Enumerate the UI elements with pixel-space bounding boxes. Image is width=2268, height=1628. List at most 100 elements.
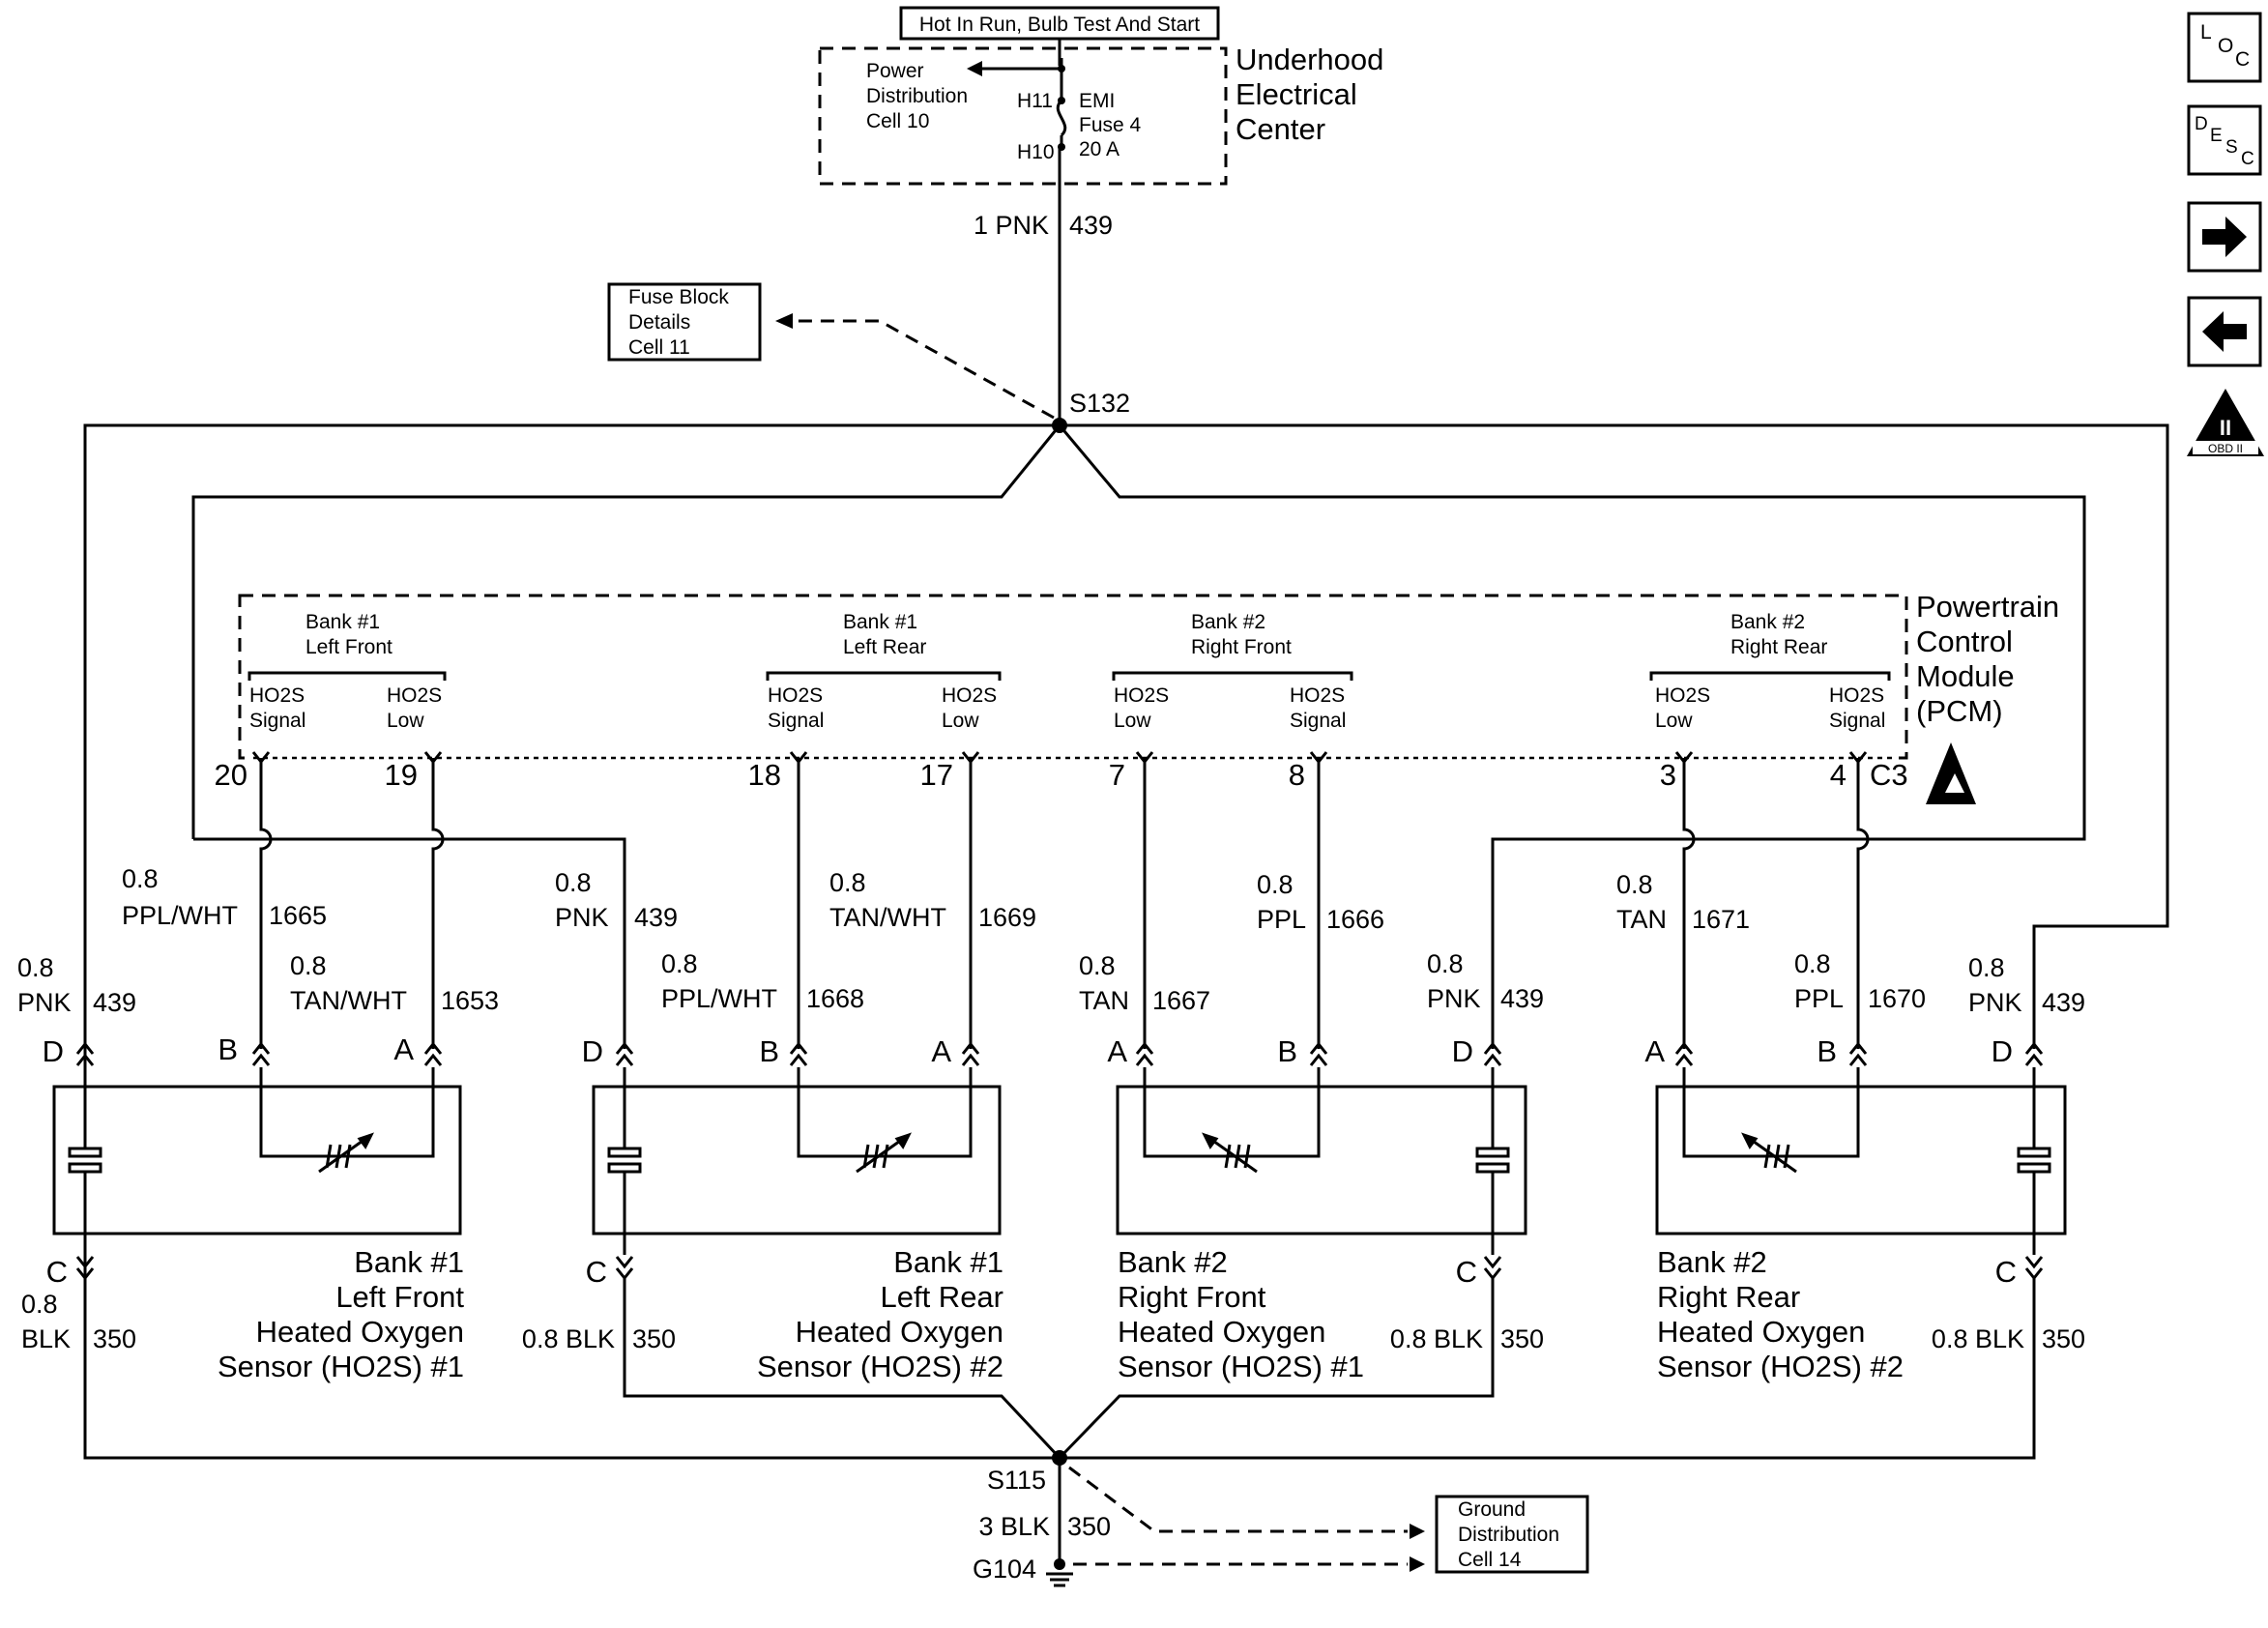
wire-1653-size: 0.8 [290, 951, 327, 980]
wire-1653-circuit: 1653 [441, 986, 499, 1015]
ground-ref-box [1435, 1495, 1589, 1574]
gnd-lf-circuit: 350 [93, 1324, 136, 1353]
fuse-line-1: EMI [1079, 90, 1115, 112]
gnd-lr-size: 0.8 BLK [522, 1324, 615, 1353]
pdc-line-2: Distribution [866, 85, 968, 107]
wire-1665-color: PPL/WHT [122, 901, 238, 930]
loc-c: C [2235, 48, 2250, 71]
pcm-pin-3: 3 [1660, 758, 1676, 792]
gnd-rr-size: 0.8 BLK [1932, 1324, 2024, 1353]
wire-1653-color: TAN/WHT [290, 986, 407, 1015]
loc-l: L [2200, 21, 2212, 44]
pcm-group-4-line-2: Right Rear [1730, 636, 1827, 658]
wire-1669-size: 0.8 [829, 868, 866, 897]
ground-ref-2: Distribution [1458, 1524, 1559, 1546]
wire-1665-circuit: 1665 [269, 901, 327, 930]
gnd-lr-circuit: 350 [632, 1324, 676, 1353]
ground-wire-lr [623, 1278, 1061, 1460]
lr-pin-b: B [759, 1034, 779, 1068]
rr-pin-b: B [1817, 1034, 1837, 1068]
rr-pin-a: A [1644, 1034, 1665, 1068]
outer-pnk-bus [83, 423, 2169, 1458]
wire-439-lf-size: 0.8 [17, 953, 54, 982]
variable-resistor-icon [1741, 1132, 1797, 1174]
pcm-pin-7: 7 [1109, 758, 1125, 792]
feed-wire-color: 1 PNK [974, 211, 1049, 240]
sensor-rr-name-1: Bank #2 [1657, 1245, 1767, 1279]
pcm-pin-8: 8 [1289, 758, 1305, 792]
g104-label: G104 [973, 1555, 1036, 1584]
wire-1668-circuit: 1668 [806, 984, 864, 1013]
gnd-rr-circuit: 350 [2042, 1324, 2085, 1353]
fuse-block-ref-3: Cell 11 [628, 336, 690, 359]
h11-label: H11 [1017, 90, 1053, 112]
underhood-electrical-center [818, 46, 1228, 186]
sensor-connector-chevrons [75, 1041, 2044, 1066]
heater-element-icon [68, 1147, 102, 1174]
loc-button[interactable]: L O C [2187, 12, 2262, 83]
pcm-pin-18: 18 [748, 758, 781, 792]
pcm-group-2-left-1: HO2S [768, 684, 823, 707]
fuse-block-ref-leader [791, 319, 1055, 420]
wire-1671-size: 0.8 [1616, 870, 1653, 899]
fuse-icon [1056, 99, 1067, 137]
wire-439-rr-color: PNK [1968, 988, 2022, 1017]
lr-pin-a: A [931, 1034, 951, 1068]
ground-wire-rr [1060, 1278, 2036, 1460]
pdc-line-3: Cell 10 [866, 110, 929, 132]
pcm-group-2-right-1: HO2S [942, 684, 997, 707]
loc-o: O [2218, 35, 2233, 57]
gnd-lf-size: 0.8 [21, 1290, 58, 1319]
desc-d: D [2195, 114, 2208, 134]
sensor-rf-name-4: Sensor (HO2S) #1 [1118, 1350, 1364, 1383]
wire-439-lr-size: 0.8 [555, 868, 592, 897]
ground-main-color: 3 BLK [978, 1512, 1050, 1541]
heater-element-icon [1475, 1147, 1510, 1174]
wire-1670-color: PPL [1794, 984, 1844, 1013]
pcm-title-1: Powertrain [1916, 590, 2059, 624]
desc-button[interactable]: D E S C [2187, 104, 2262, 176]
gnd-rf-circuit: 350 [1500, 1324, 1544, 1353]
wire-1667-color: TAN [1079, 986, 1129, 1015]
ground-ref-3: Cell 14 [1458, 1549, 1522, 1571]
obd-ii-button[interactable]: II OBD II [2187, 389, 2264, 456]
lf-pin-d: D [43, 1034, 64, 1068]
lf-pin-c: C [46, 1255, 68, 1289]
uec-title-3: Center [1236, 112, 1325, 146]
fuse-block-ref-1: Fuse Block [628, 286, 729, 308]
wire-1666-size: 0.8 [1257, 870, 1294, 899]
pcm-title-4: (PCM) [1916, 694, 2003, 728]
wire-439-rf-circuit: 439 [1500, 984, 1544, 1013]
s132-label: S132 [1069, 389, 1130, 418]
pcm-group-4-left-1: HO2S [1655, 684, 1710, 707]
wire-439-lf-color: PNK [17, 988, 72, 1017]
lf-pin-b: B [218, 1032, 238, 1066]
wire-1665-size: 0.8 [122, 864, 159, 893]
feed-wire-circuit: 439 [1069, 211, 1113, 240]
s115-label: S115 [987, 1466, 1046, 1495]
wire-439-rr-circuit: 439 [2042, 988, 2085, 1017]
pcm-group-1-right-2: Low [387, 710, 424, 732]
pcm-group-2-left-2: Signal [768, 710, 824, 732]
heater-element-icon [607, 1147, 642, 1174]
ground-symbol-icon [1046, 1572, 1073, 1587]
esd-warning-icon [1926, 742, 1976, 804]
pcm-group-3-left-1: HO2S [1114, 684, 1169, 707]
back-button[interactable] [2187, 296, 2262, 367]
pcm-group-3-left-2: Low [1114, 710, 1151, 732]
wire-1671-color: TAN [1616, 905, 1667, 934]
sensor-lf-name-4: Sensor (HO2S) #1 [218, 1350, 464, 1383]
heater-element-icon [2017, 1147, 2051, 1174]
desc-e: E [2210, 126, 2223, 146]
wire-1669-color: TAN/WHT [829, 903, 946, 932]
arrow-right-icon [1410, 1556, 1425, 1572]
ground-wire-rf [1058, 1278, 1495, 1460]
wire-1671-circuit: 1671 [1692, 905, 1750, 934]
next-button[interactable] [2187, 201, 2262, 273]
pcm-group-4-right-1: HO2S [1829, 684, 1884, 707]
wire-1666-circuit: 1666 [1326, 905, 1384, 934]
wire-439-rf-color: PNK [1427, 984, 1481, 1013]
rr-pin-d: D [1992, 1034, 2013, 1068]
pcm-group-1-line-1: Bank #1 [305, 611, 380, 633]
